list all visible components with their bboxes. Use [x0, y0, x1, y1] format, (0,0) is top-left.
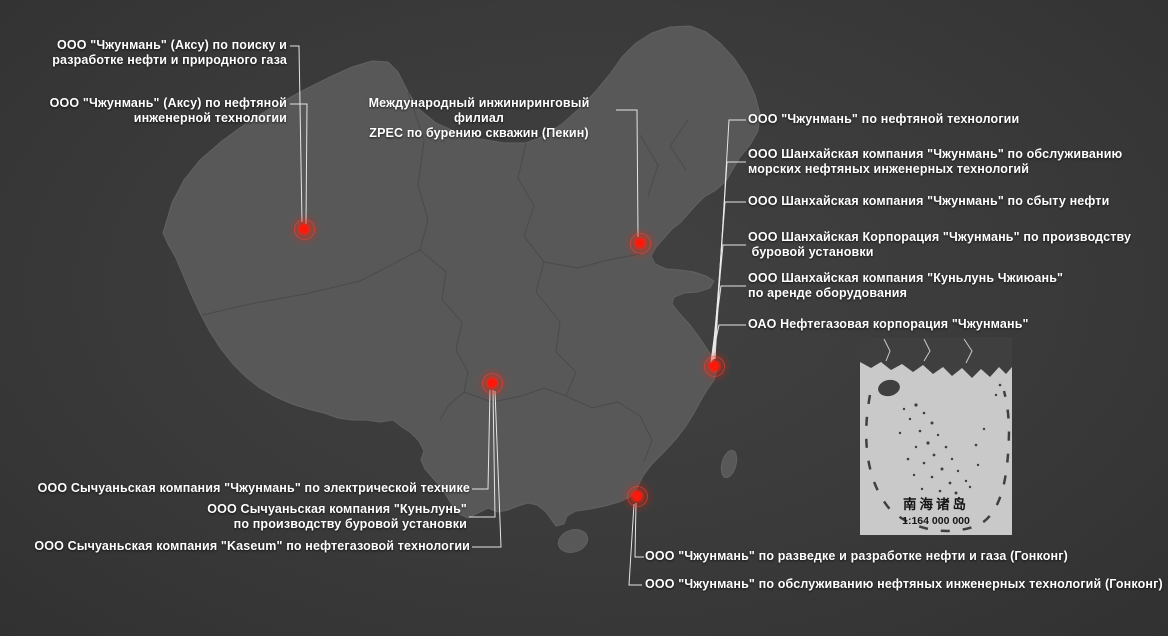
- leader-line-shanghai-4: [711, 244, 746, 362]
- marker-shanghai-icon: [709, 361, 719, 371]
- inset-scale-text: 1:164 000 000: [902, 515, 970, 527]
- leader-line-shanghai-2: [713, 161, 746, 360]
- province-borders: [201, 91, 689, 463]
- south-china-sea-inset-map: 南海诸岛 1:164 000 000: [860, 337, 1012, 535]
- leader-line-sichuan-1: [472, 389, 491, 490]
- marker-hongkong-icon: [632, 491, 642, 501]
- leader-line-shanghai-1: [714, 119, 746, 360]
- leader-line-shanghai-5: [710, 285, 746, 363]
- label-shanghai-kunlun-lease: ООО Шанхайская компания "Куньлунь Чжиюан…: [748, 271, 1064, 300]
- label-shanghai-rig: ООО Шанхайская Корпорация "Чжунмань" по …: [748, 230, 1132, 259]
- label-beijing-zpec: Международный инжиниринговый филиал ZPEC…: [368, 96, 590, 140]
- leader-line-sichuan-3: [472, 390, 502, 548]
- leader-line-hongkong-1: [634, 502, 644, 558]
- label-sichuan-kaseum: ООО Сычуаньская компания "Kaseum" по неф…: [34, 539, 470, 553]
- label-hongkong-exploration: ООО "Чжунмань" по разведке и разработке …: [645, 549, 1068, 563]
- marker-aksu-icon: [299, 224, 309, 234]
- label-sichuan-kunlun-rig: ООО Сычуаньская компания "Куньлунь" по п…: [207, 502, 467, 531]
- marker-sichuan-icon: [487, 378, 497, 388]
- leader-line-shanghai-3: [712, 201, 746, 361]
- inset-map-graphic: [860, 337, 1012, 535]
- taiwan-island-shape: [720, 449, 738, 479]
- label-shanghai-sales: ООО Шанхайская компания "Чжунмань" по сб…: [748, 194, 1110, 208]
- china-mainland-shape: [162, 25, 761, 527]
- inset-islands: [898, 383, 1002, 505]
- label-aksu-exploration: ООО "Чжунмань" (Аксу) по поиску и разраб…: [52, 38, 287, 67]
- label-oao-corporation: ОАО Нефтегазовая корпорация "Чжунмань": [748, 317, 1029, 331]
- hainan-island-shape: [557, 529, 589, 553]
- leader-line-beijing: [616, 109, 639, 238]
- label-sichuan-electric: ООО Сычуаньская компания "Чжунмань" по э…: [37, 481, 470, 495]
- inset-title: 南海诸岛: [903, 497, 969, 512]
- leader-line-aksu-2: [290, 103, 308, 225]
- leader-line-aksu-1: [290, 45, 303, 223]
- marker-beijing-icon: [635, 238, 645, 248]
- label-hongkong-service: ООО "Чжунмань" по обслуживанию нефтяных …: [645, 577, 1163, 591]
- leader-line-sichuan-2: [469, 389, 496, 518]
- label-shanghai-oil-tech: ООО "Чжунмань" по нефтяной технологии: [748, 112, 1020, 126]
- label-shanghai-marine: ООО Шанхайская компания "Чжунмань" по об…: [748, 147, 1123, 176]
- leader-line-hongkong-2: [628, 503, 642, 586]
- label-aksu-engineering: ООО "Чжунмань" (Аксу) по нефтяной инжене…: [49, 96, 287, 125]
